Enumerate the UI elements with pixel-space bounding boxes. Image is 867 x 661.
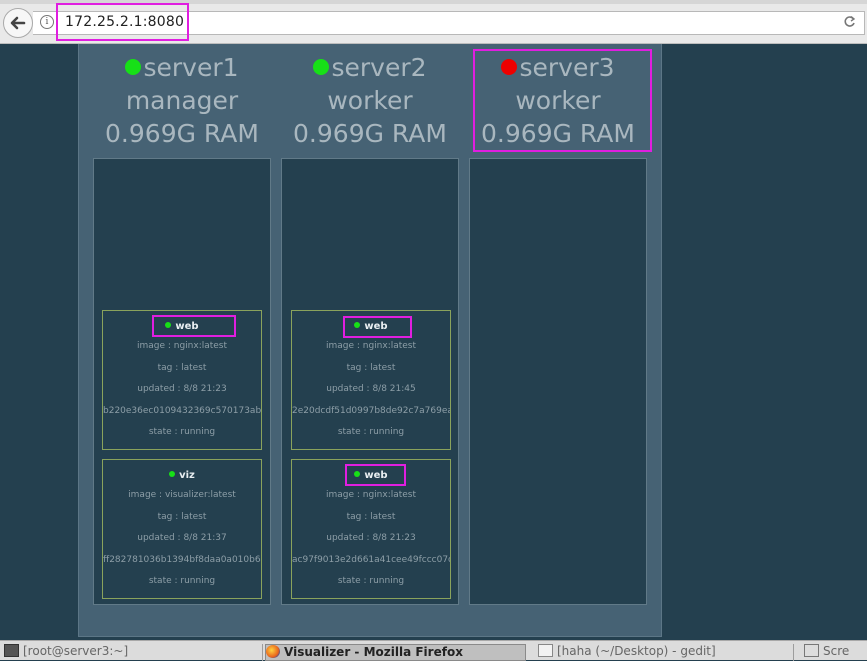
taskbar-item-label: Scre	[823, 644, 850, 658]
firefox-icon	[266, 645, 280, 658]
task-name-highlight-box	[152, 315, 236, 337]
task-image: image : visualizer:latest	[128, 490, 236, 500]
task-name: web	[364, 470, 388, 481]
node-header-server3: server3 worker 0.969G RAM	[469, 51, 647, 150]
status-dot-icon	[501, 59, 518, 75]
back-arrow-icon	[10, 16, 26, 30]
running-dot-icon	[354, 322, 361, 328]
task-state: state : running	[148, 427, 216, 437]
task-id: b220e36ec0109432369c570173abcce	[103, 405, 262, 416]
node-role: worker	[515, 86, 601, 115]
task-state: state : running	[337, 576, 405, 586]
task-tag: tag : latest	[346, 511, 396, 522]
node-header-server2: server2 worker 0.969G RAM	[281, 51, 459, 150]
task-card[interactable]: web image : nginx:latest tag : latest up…	[291, 459, 451, 599]
node-name: server3	[519, 53, 615, 82]
taskbar-item-gedit[interactable]: [haha (~/Desktop) - gedit]	[538, 644, 790, 661]
url-highlight-box	[56, 3, 189, 41]
tab-strip	[0, 0, 867, 4]
taskbar-item-label: [haha (~/Desktop) - gedit]	[557, 644, 716, 658]
url-text[interactable]: 172.25.2.1:8080	[65, 14, 185, 30]
task-updated: updated : 8/8 21:23	[137, 384, 227, 394]
node-name: server1	[143, 53, 239, 82]
task-image: image : nginx:latest	[325, 490, 417, 500]
text-editor-icon	[538, 644, 553, 657]
node-name: server2	[331, 53, 427, 82]
task-id: 2e20dcdf51d0997b8de92c7a769eac3	[292, 405, 451, 416]
back-button[interactable]	[3, 8, 33, 38]
task-name: viz	[179, 470, 195, 481]
taskbar-separator	[793, 644, 794, 661]
node-ram: 0.969G RAM	[293, 119, 447, 148]
taskbar-item-label: [root@server3:~]	[23, 644, 129, 658]
task-tag: tag : latest	[157, 511, 207, 522]
info-icon[interactable]: i	[40, 15, 54, 29]
node-role: worker	[327, 86, 413, 115]
task-updated: updated : 8/8 21:45	[326, 384, 416, 394]
node-ram: 0.969G RAM	[481, 119, 635, 148]
task-updated: updated : 8/8 21:37	[137, 533, 227, 543]
taskbar-item-firefox[interactable]: Visualizer - Mozilla Firefox	[265, 644, 526, 661]
task-state: state : running	[148, 576, 216, 586]
running-dot-icon	[354, 471, 361, 477]
task-image: image : nginx:latest	[136, 341, 228, 351]
taskbar-item-label: Visualizer - Mozilla Firefox	[284, 645, 463, 659]
running-dot-icon	[165, 322, 172, 328]
taskbar-item-terminal[interactable]: [root@server3:~]	[4, 644, 259, 661]
reload-icon[interactable]	[843, 15, 856, 32]
node-column-server3	[469, 158, 647, 605]
status-dot-icon	[125, 59, 142, 75]
screenshot-icon	[804, 644, 819, 657]
task-card[interactable]: web image : nginx:latest tag : latest up…	[291, 310, 451, 450]
server3-highlight-box	[473, 49, 652, 152]
task-card[interactable]: viz image : visualizer:latest tag : late…	[102, 459, 262, 599]
task-name-highlight-box	[343, 316, 412, 338]
task-name: web	[175, 321, 199, 332]
task-updated: updated : 8/8 21:23	[326, 533, 416, 543]
taskbar: [root@server3:~] Visualizer - Mozilla Fi…	[0, 640, 867, 661]
task-id: ff282781036b1394bf8daa0a010b64a	[103, 554, 262, 565]
task-state: state : running	[337, 427, 405, 437]
terminal-icon	[4, 644, 19, 657]
node-role: manager	[125, 86, 239, 115]
address-bar[interactable]	[33, 11, 865, 35]
taskbar-separator	[262, 644, 263, 661]
task-name-highlight-box	[345, 464, 406, 486]
status-dot-icon	[313, 59, 330, 75]
running-dot-icon	[169, 471, 176, 477]
node-header-server1: server1 manager 0.969G RAM	[93, 51, 271, 150]
browser-toolbar: i 172.25.2.1:8080	[0, 0, 867, 44]
task-tag: tag : latest	[346, 362, 396, 373]
node-ram: 0.969G RAM	[105, 119, 259, 148]
task-name: web	[364, 321, 388, 332]
task-image: image : nginx:latest	[325, 341, 417, 351]
task-id: ac97f9013e2d661a41cee49fccc07cf4e	[292, 554, 451, 565]
task-tag: tag : latest	[157, 362, 207, 373]
taskbar-item-screenshot[interactable]: Scre	[804, 644, 867, 661]
